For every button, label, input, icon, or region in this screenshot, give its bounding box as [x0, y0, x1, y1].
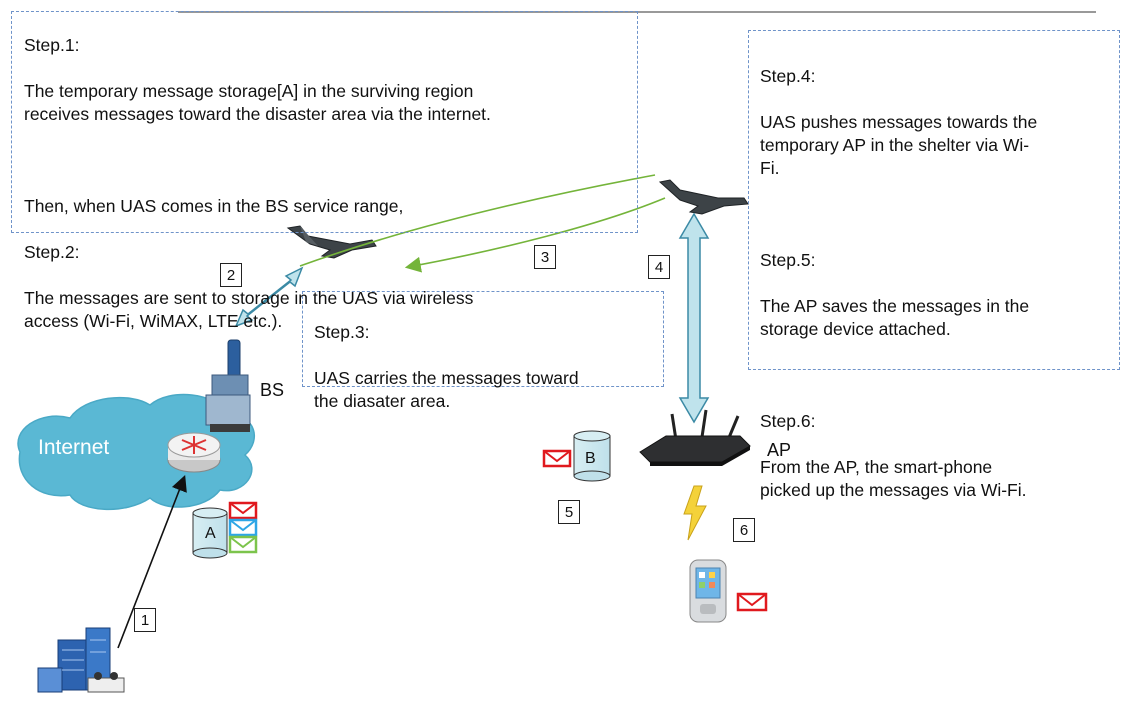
- ap-label: AP: [767, 440, 792, 460]
- storage-b-label: B: [585, 450, 596, 467]
- lightning-icon: [683, 485, 707, 541]
- internet-label: Internet: [38, 436, 110, 459]
- step3-title: Step.3:: [314, 322, 370, 342]
- bs-label: BS: [260, 380, 285, 400]
- step4-title: Step.4:: [760, 66, 816, 86]
- mail-icon: [228, 535, 258, 554]
- number-4-box: 4: [648, 255, 670, 279]
- step5-text: The AP saves the messages in the storage…: [760, 296, 1030, 339]
- green-path-return-arrow: [404, 197, 666, 273]
- uas-plane-right-icon: [658, 179, 749, 215]
- number-2-box: 2: [220, 263, 242, 287]
- storage-a-label: A: [205, 525, 216, 542]
- step2-text: The messages are sent to storage in the …: [24, 288, 474, 331]
- step3-text: UAS carries the messages toward the dias…: [314, 368, 579, 411]
- mail-icon: [736, 592, 768, 612]
- router-icon: [167, 432, 221, 473]
- step1-2-box: [11, 11, 638, 233]
- smartphone-icon: [689, 559, 727, 623]
- number-1-box: 1: [134, 608, 156, 632]
- number-6-box: 6: [733, 518, 755, 542]
- access-point-icon: [639, 409, 751, 466]
- number-3-box: 3: [534, 245, 556, 269]
- step4-6-box: [748, 30, 1120, 370]
- step6-text: From the AP, the smart-phone picked up t…: [760, 457, 1027, 500]
- number-5-box: 5: [558, 500, 580, 524]
- mail-icon: [542, 449, 572, 468]
- arrow-internet-uplink: [117, 475, 187, 649]
- step6-title: Step.6:: [760, 411, 816, 431]
- step2-intro: Then, when UAS comes in the BS service r…: [24, 196, 404, 216]
- step2-title: Step.2:: [24, 242, 80, 262]
- storage-b-cylinder-icon: [573, 430, 611, 482]
- building-icon: [37, 627, 125, 693]
- bs-tower-icon: [205, 339, 251, 432]
- step3-box: [302, 291, 664, 387]
- storage-a-cylinder-icon: [192, 507, 228, 559]
- step3-block: Step.3: UAS carries the messages toward …: [314, 298, 659, 436]
- arrow-uas-ap: [678, 212, 710, 424]
- step5-title: Step.5:: [760, 250, 816, 270]
- step1-block: Step.1: The temporary message storage[A]…: [24, 11, 634, 356]
- mail-icon: [228, 501, 258, 520]
- step4-6-block: Step.4: UAS pushes messages towards the …: [760, 42, 1115, 525]
- step1-title: Step.1:: [24, 35, 80, 55]
- internet-cloud-icon: [17, 393, 255, 510]
- step4-text: UAS pushes messages towards the temporar…: [760, 112, 1038, 178]
- uas-plane-left-icon: [286, 225, 377, 259]
- step1-text: The temporary message storage[A] in the …: [24, 81, 491, 124]
- green-path-outbound: [299, 174, 656, 267]
- mail-icon: [228, 518, 258, 537]
- arrow-bs-uas: [234, 266, 304, 328]
